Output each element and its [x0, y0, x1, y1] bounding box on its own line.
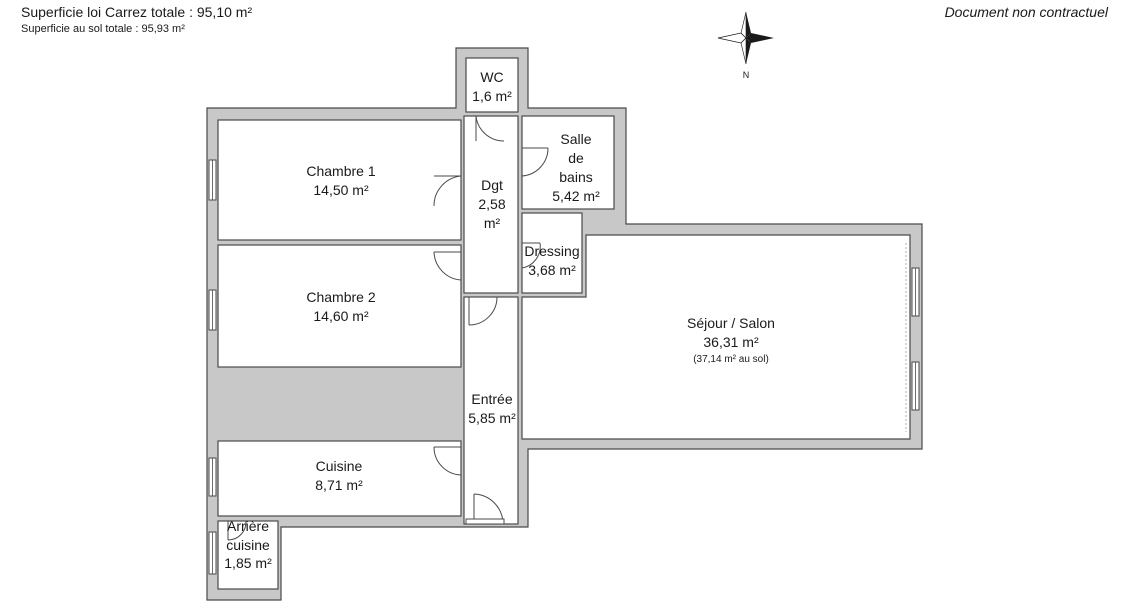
sejour-area: 36,31 m² [703, 334, 759, 350]
door-arriere-cuisine [227, 520, 247, 541]
door-chambre-1 [433, 175, 462, 207]
chambre1-area: 14,50 m² [313, 182, 369, 198]
cuisine-name: Cuisine [316, 458, 363, 474]
door-chambre-2 [433, 251, 462, 281]
arriere-cuisine-area: 1,85 m² [224, 555, 272, 571]
cuisine-area: 8,71 m² [315, 477, 363, 493]
door-salle-de-bains [521, 147, 549, 177]
chambre2-name: Chambre 2 [306, 289, 375, 305]
sejour-note: (37,14 m² au sol) [693, 354, 769, 365]
entree-area: 5,85 m² [468, 410, 516, 426]
sdb-name-1: Salle [560, 131, 591, 147]
entree-name: Entrée [471, 391, 512, 407]
room-dressing [521, 212, 583, 294]
door-dressing [521, 242, 541, 269]
dressing-name: Dressing [524, 243, 579, 259]
sdb-name-2: de [568, 150, 584, 166]
sejour-name: Séjour / Salon [687, 315, 775, 331]
door-dgt-entree [468, 296, 498, 326]
sdb-name-3: bains [559, 169, 592, 185]
disclaimer-label: Document non contractuel [944, 4, 1108, 20]
sdb-area: 5,42 m² [552, 188, 600, 204]
chambre2-area: 14,60 m² [313, 308, 369, 324]
room-dgt [463, 115, 519, 294]
compass-north-label: N [743, 70, 750, 80]
window-entree [465, 518, 505, 525]
dgt-area-2: m² [484, 215, 501, 231]
wc-name: WC [480, 69, 503, 85]
room-chambre-1 [217, 119, 462, 241]
dgt-area-1: 2,58 [478, 196, 505, 212]
wc-area: 1,6 m² [472, 88, 512, 104]
compass-rose-icon [717, 11, 774, 65]
arriere-cuisine-name-1: Arrière [227, 518, 269, 534]
floor-total-label: Superficie au sol totale : 95,93 m² [21, 23, 185, 35]
door-wc [475, 115, 505, 142]
chambre1-name: Chambre 1 [306, 163, 375, 179]
room-salle-de-bains [521, 115, 615, 210]
room-chambre-2 [217, 244, 462, 368]
carrez-total-label: Superficie loi Carrez totale : 95,10 m² [21, 4, 253, 20]
room-entree [463, 296, 519, 525]
dressing-area: 3,68 m² [528, 262, 576, 278]
room-sejour-salon [521, 234, 911, 440]
door-cuisine [433, 446, 462, 476]
room-wc [465, 57, 519, 113]
arriere-cuisine-name-2: cuisine [226, 537, 270, 553]
dgt-name: Dgt [481, 177, 503, 193]
room-cuisine [217, 440, 462, 517]
room-arriere-cuisine [217, 520, 279, 590]
